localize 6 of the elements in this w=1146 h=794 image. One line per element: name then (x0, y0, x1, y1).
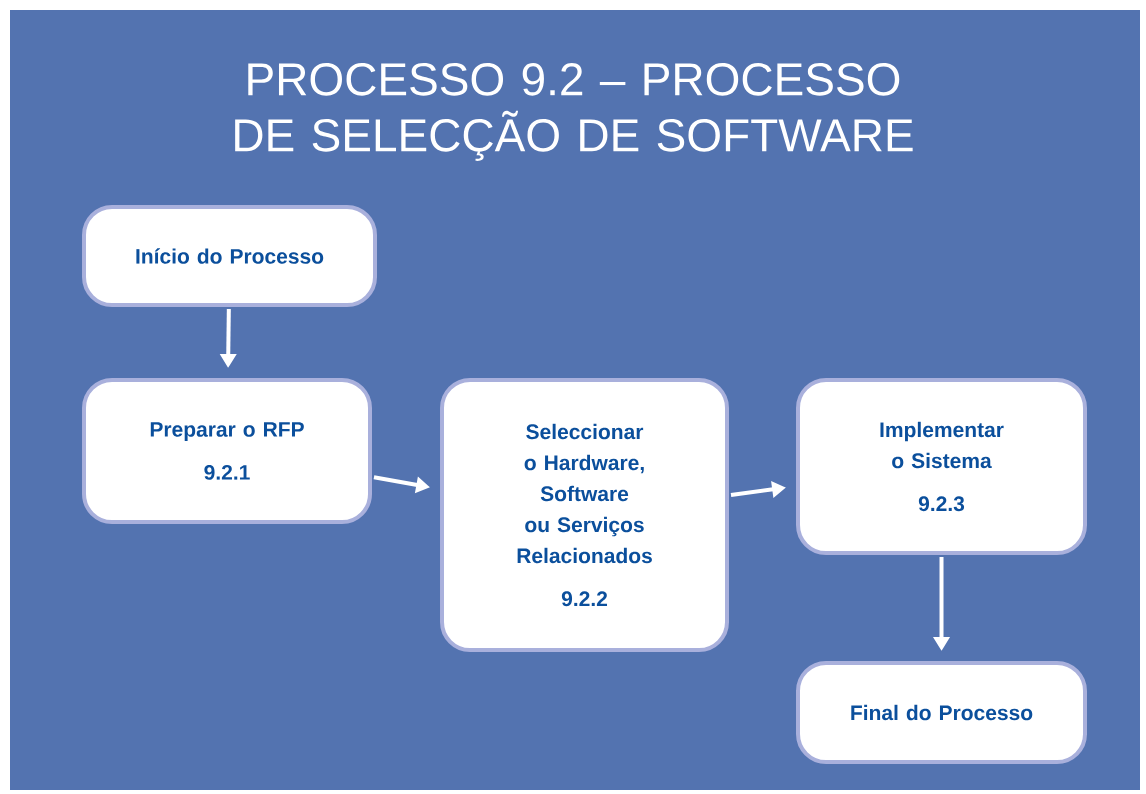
process-box: Início do Processo (82, 205, 377, 307)
process-box: Final do Processo (796, 661, 1087, 764)
process-box: Seleccionar o Hardware, Software ou Serviços Relacionados 9.2.2 (440, 378, 729, 652)
title: PROCESSO 9.2 – PROCESSO DE SELECÇÃO DE SOFTWARE (235, 63, 913, 161)
process-box: Implementar o Sistema 9.2.3 (796, 378, 1087, 555)
process-box: Preparar o RFP 9.2.1 (82, 378, 372, 524)
